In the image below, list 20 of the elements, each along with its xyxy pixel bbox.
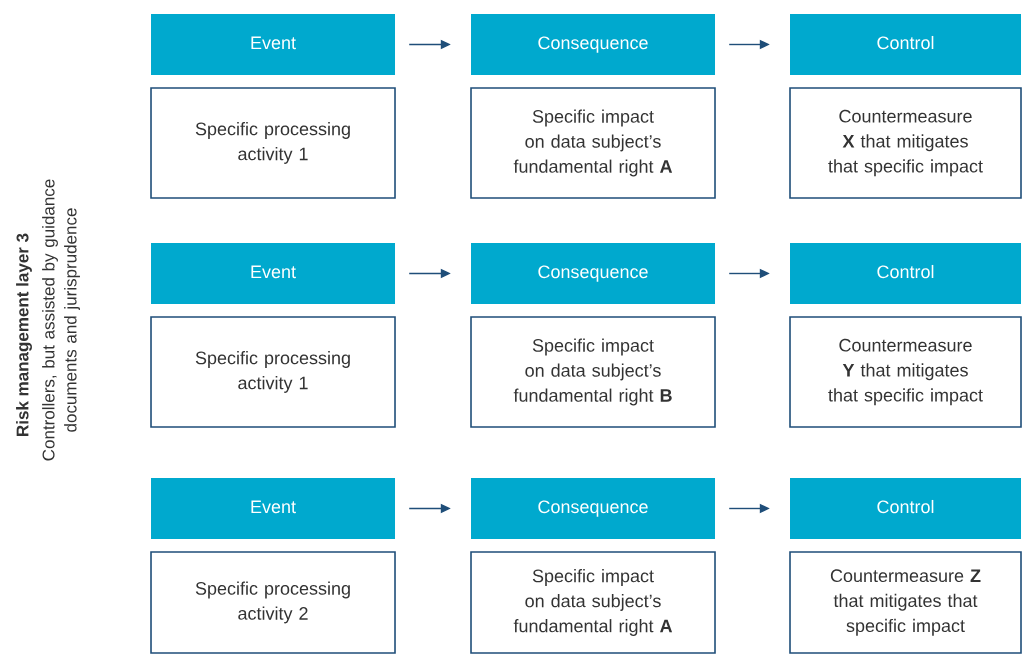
text-box: Countermeasure X that mitigates that specific impact — [789, 87, 1022, 199]
axis-title: Risk management layer 3 — [16, 233, 32, 436]
text-box: Countermeasure Z that mitigates that specific impact — [789, 551, 1022, 654]
text-box: Specific processing activity 1 — [150, 316, 396, 428]
text-box: Specific impact on data subject’s fundamental right A — [470, 551, 716, 654]
header-box: Event — [151, 243, 395, 304]
header-box: Event — [151, 478, 395, 539]
header-box: Control — [790, 478, 1021, 539]
text-box: Specific impact on data subject’s fundamental right A — [470, 87, 716, 199]
header-box: Consequence — [471, 478, 715, 539]
axis-subtitle: Controllers, but assisted by guidance documents and jurisprudence — [42, 179, 80, 461]
text-box: Countermeasure Y that mitigates that specific impact — [789, 316, 1022, 428]
header-box: Event — [151, 14, 395, 75]
header-box: Consequence — [471, 243, 715, 304]
text-box: Specific impact on data subject’s fundamental right B — [470, 316, 716, 428]
header-box: Consequence — [471, 14, 715, 75]
text-box: Specific processing activity 1 — [150, 87, 396, 199]
text-box: Specific processing activity 2 — [150, 551, 396, 654]
header-box: Control — [790, 14, 1021, 75]
header-box: Control — [790, 243, 1021, 304]
